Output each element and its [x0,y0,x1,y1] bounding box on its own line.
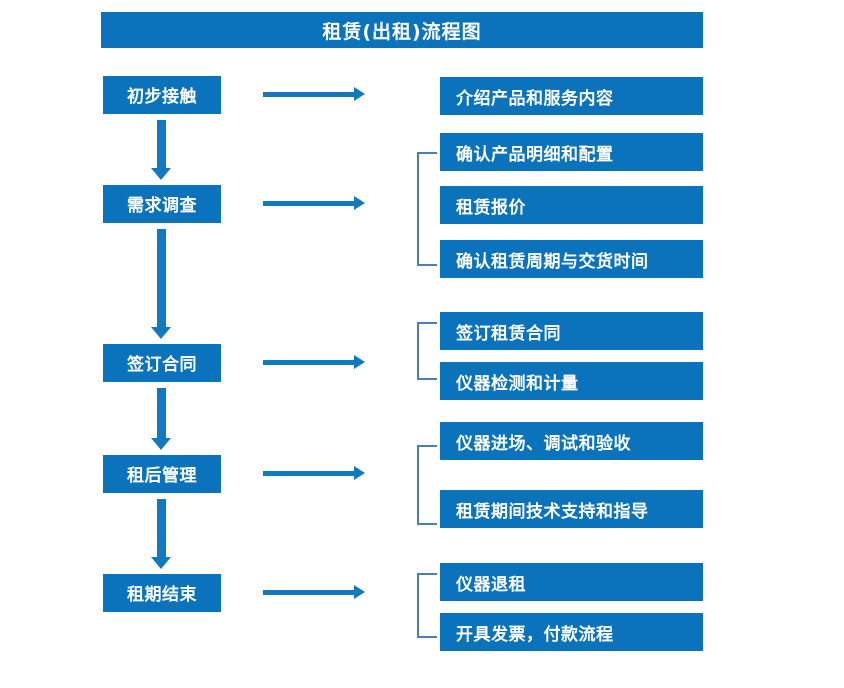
stage-box-租后管理[interactable]: 租后管理 [103,455,221,493]
detail-box-签订租赁合同[interactable]: 签订租赁合同 [440,312,703,350]
detail-box-仪器进场调试和验收[interactable]: 仪器进场、调试和验收 [440,422,703,460]
down-arrow-icon-3 [151,388,171,450]
stage-box-初步接触[interactable]: 初步接触 [103,76,221,114]
right-arrow-icon-4 [263,466,365,480]
detail-box-确认产品明细和配置[interactable]: 确认产品明细和配置 [440,133,703,171]
group-bracket-icon-签订合同 [417,322,437,380]
right-arrow-icon-3 [263,355,365,369]
detail-box-开具发票付款流程[interactable]: 开具发票，付款流程 [440,613,703,651]
group-bracket-icon-租期结束 [417,573,437,638]
down-arrow-icon-2 [151,229,171,339]
down-arrow-icon-1 [151,120,171,180]
stage-box-签订合同[interactable]: 签订合同 [103,344,221,382]
detail-box-介绍产品和服务内容[interactable]: 介绍产品和服务内容 [440,77,703,115]
detail-box-仪器检测和计量[interactable]: 仪器检测和计量 [440,362,703,400]
detail-box-租赁报价[interactable]: 租赁报价 [440,186,703,224]
stage-box-需求调查[interactable]: 需求调查 [103,185,221,223]
group-bracket-icon-租后管理 [417,445,437,525]
group-bracket-icon-需求调查 [417,152,437,266]
detail-box-租赁期间技术支持和指导[interactable]: 租赁期间技术支持和指导 [440,490,703,528]
stage-box-租期结束[interactable]: 租期结束 [103,574,221,612]
detail-box-仪器退租[interactable]: 仪器退租 [440,563,703,601]
right-arrow-icon-5 [263,585,365,599]
right-arrow-icon-2 [263,196,365,210]
down-arrow-icon-4 [151,499,171,569]
detail-box-确认租赁周期与交货时间[interactable]: 确认租赁周期与交货时间 [440,240,703,278]
page-title: 租赁(出租)流程图 [101,12,703,48]
right-arrow-icon-1 [263,87,365,101]
